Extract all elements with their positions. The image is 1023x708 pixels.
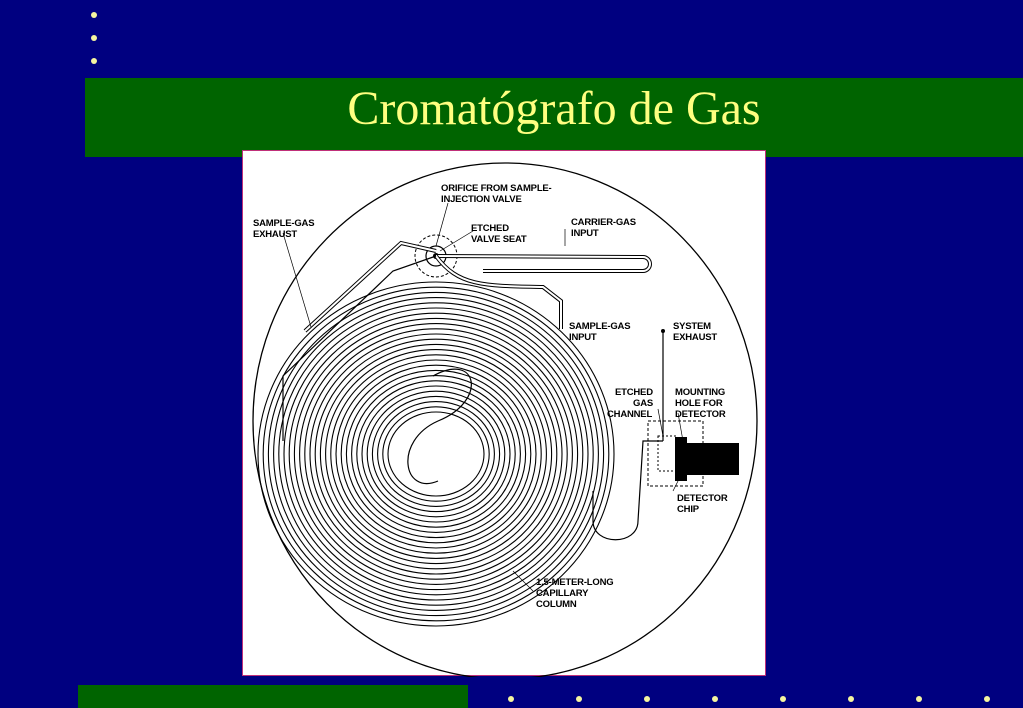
footer-band <box>78 685 468 708</box>
carrier-gas-channel <box>435 254 652 273</box>
svg-text:HOLE FOR: HOLE FOR <box>675 398 723 409</box>
title-band: Cromatógrafo de Gas <box>85 78 1023 157</box>
spiral-ring <box>351 375 521 533</box>
spiral-ring <box>371 395 501 513</box>
gas-chromatograph-diagram: ORIFICE FROM SAMPLE- INJECTION VALVE SAM… <box>242 150 766 677</box>
label-valve-seat-1: ETCHED <box>471 223 509 234</box>
label-orifice-1: ORIFICE FROM SAMPLE- <box>441 183 552 194</box>
svg-text:DETECTOR: DETECTOR <box>677 493 728 504</box>
label-system-exhaust-1: SYSTEM <box>673 321 711 332</box>
svg-text:ORIFICE FROM SAMPLE-: ORIFICE FROM SAMPLE- <box>441 183 552 194</box>
svg-text:COLUMN: COLUMN <box>536 599 577 610</box>
label-gas-channel-3: CHANNEL <box>607 409 652 420</box>
spiral-ring <box>325 349 547 559</box>
spiral-ring <box>304 328 568 580</box>
label-sample-exhaust-1: SAMPLE-GAS <box>253 218 314 229</box>
spiral-ring <box>319 343 553 565</box>
svg-text:EXHAUST: EXHAUST <box>253 229 297 240</box>
leader-lines <box>282 202 684 592</box>
svg-text:1.5-METER-LONG: 1.5-METER-LONG <box>536 577 613 588</box>
svg-text:CARRIER-GAS: CARRIER-GAS <box>571 217 636 228</box>
svg-text:MOUNTING: MOUNTING <box>675 387 725 398</box>
spiral-ring <box>361 385 511 523</box>
column-feed-line <box>282 255 437 441</box>
capillary-column-spiral <box>257 281 615 627</box>
spiral-ring <box>382 406 490 502</box>
label-gas-channel-1: ETCHED <box>615 387 653 398</box>
svg-text:EXHAUST: EXHAUST <box>673 332 717 343</box>
sample-exhaust-channel <box>303 240 437 333</box>
slide-title: Cromatógrafo de Gas <box>347 82 761 135</box>
spiral-ring <box>345 369 527 539</box>
footer-dot <box>780 696 786 702</box>
label-carrier-gas-2: INPUT <box>571 228 599 239</box>
svg-text:VALVE SEAT: VALVE SEAT <box>471 234 527 245</box>
wafer-outline <box>252 162 758 677</box>
label-column-3: COLUMN <box>536 599 577 610</box>
spiral-ring <box>293 317 579 591</box>
svg-text:CHANNEL: CHANNEL <box>607 409 652 420</box>
label-orifice-2: INJECTION VALVE <box>441 194 522 205</box>
svg-text:ETCHED: ETCHED <box>471 223 509 234</box>
label-gas-channel-2: GAS <box>633 398 653 409</box>
footer-dot <box>712 696 718 702</box>
label-system-exhaust-2: EXHAUST <box>673 332 717 343</box>
column-outlet-line <box>592 440 663 541</box>
svg-text:INPUT: INPUT <box>571 228 599 239</box>
spiral-ring <box>335 359 537 549</box>
svg-text:SYSTEM: SYSTEM <box>673 321 711 332</box>
footer-dot <box>848 696 854 702</box>
label-sample-exhaust-2: EXHAUST <box>253 229 297 240</box>
spiral-ring <box>366 390 506 518</box>
svg-text:SAMPLE-GAS: SAMPLE-GAS <box>253 218 314 229</box>
spiral-ring <box>288 312 584 596</box>
footer-dot <box>916 696 922 702</box>
spiral-ring <box>314 338 558 570</box>
spiral-ring <box>262 286 610 622</box>
spiral-ring <box>278 302 594 606</box>
spiral-ring <box>387 411 485 497</box>
spiral-ring <box>267 291 605 617</box>
footer-dot <box>984 696 990 702</box>
svg-text:DETECTOR: DETECTOR <box>675 409 726 420</box>
label-detector-chip-1: DETECTOR <box>677 493 728 504</box>
svg-text:CAPILLARY: CAPILLARY <box>536 588 589 599</box>
detector-chip-outline <box>657 435 677 472</box>
spiral-ring <box>330 354 542 554</box>
svg-text:SAMPLE-GAS: SAMPLE-GAS <box>569 321 630 332</box>
svg-text:INJECTION VALVE: INJECTION VALVE <box>441 194 522 205</box>
spiral-ring <box>340 364 532 544</box>
footer-dot <box>644 696 650 702</box>
spiral-ring <box>356 380 516 528</box>
label-column-1: 1.5-METER-LONG <box>536 577 613 588</box>
detector-body <box>681 443 739 475</box>
label-mounting-3: DETECTOR <box>675 409 726 420</box>
footer-dot <box>508 696 514 702</box>
bullet-dot <box>91 58 97 64</box>
label-mounting-2: HOLE FOR <box>675 398 723 409</box>
label-carrier-gas-1: CARRIER-GAS <box>571 217 636 228</box>
spiral-ring <box>273 297 599 611</box>
spiral-ring <box>283 307 589 601</box>
label-sample-input-2: INPUT <box>569 332 597 343</box>
svg-text:ETCHED: ETCHED <box>615 387 653 398</box>
label-detector-chip-2: CHIP <box>677 504 700 515</box>
spiral-ring <box>299 323 573 585</box>
spiral-ring <box>257 281 615 627</box>
bullet-dot <box>91 12 97 18</box>
label-sample-input-1: SAMPLE-GAS <box>569 321 630 332</box>
footer-dot <box>576 696 582 702</box>
bullet-dot <box>91 35 97 41</box>
label-valve-seat-2: VALVE SEAT <box>471 234 527 245</box>
spiral-ring <box>309 333 563 575</box>
diagram-svg: ORIFICE FROM SAMPLE- INJECTION VALVE SAM… <box>252 162 758 677</box>
label-mounting-1: MOUNTING <box>675 387 725 398</box>
spiral-s-curve <box>407 368 472 484</box>
svg-text:GAS: GAS <box>633 398 653 409</box>
svg-text:CHIP: CHIP <box>677 504 700 515</box>
svg-text:INPUT: INPUT <box>569 332 597 343</box>
label-column-2: CAPILLARY <box>536 588 589 599</box>
spiral-ring <box>377 401 495 507</box>
